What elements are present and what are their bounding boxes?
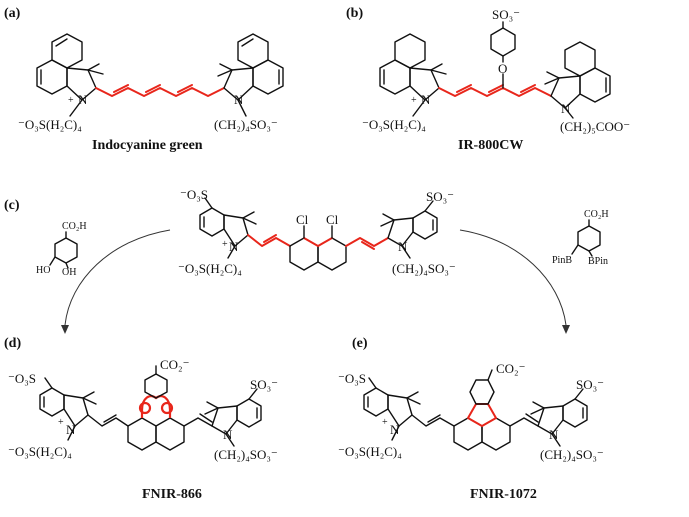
charge-plus-d: + [58, 417, 64, 428]
atom-n-left-c: N [229, 239, 239, 254]
group-carboxylate-e: CO₂⁻ [496, 361, 526, 376]
atom-n-right-a: N [234, 92, 244, 107]
reagent-left-oh: OH [62, 267, 77, 278]
atom-n-left-a: N [78, 92, 88, 107]
group-so3-left-e: ⁻O₃S [338, 371, 367, 386]
atom-n-right-c: N [398, 239, 408, 254]
arrow-to-d [64, 229, 171, 326]
panel-label-c: (c) [4, 198, 20, 213]
arrow-to-e [459, 229, 567, 326]
atom-n-left-d: N [66, 422, 76, 437]
atom-n-left-e: N [390, 422, 400, 437]
atom-n-right-b: N [561, 101, 571, 116]
panel-label-d: (d) [4, 336, 22, 351]
group-sulfobutyl-left-a: ⁻O₃S(H₂C)₄ [18, 117, 82, 132]
molecule-precursor [199, 197, 438, 271]
compound-name-fnir1072: FNIR-1072 [470, 487, 537, 502]
group-sulfobutyl-right-c: (CH₂)₄SO₃⁻ [392, 261, 456, 276]
molecule-ir-800cw [379, 21, 611, 119]
group-so3-right-e: SO₃⁻ [576, 377, 605, 392]
reagent-left-co2h: CO₂H [62, 221, 87, 232]
group-sulfobutyl-left-c: ⁻O₃S(H₂C)₄ [178, 261, 242, 276]
molecule-fnir-866 [39, 365, 262, 451]
reagent-diboronate [571, 219, 601, 257]
group-sulfobutyl-right-d: (CH₂)₄SO₃⁻ [214, 447, 278, 462]
atom-cl-right-c: Cl [326, 212, 339, 227]
atom-n-left-b: N [421, 92, 431, 107]
group-carboxylate-d: CO₂⁻ [160, 357, 190, 372]
group-sulfobutyl-right-a: (CH₂)₄SO₃⁻ [214, 117, 278, 132]
atom-n-right-e: N [549, 427, 559, 442]
group-so3-right-c: SO₃⁻ [426, 189, 455, 204]
compound-name-icg: Indocyanine green [92, 138, 203, 153]
group-sulfobutyl-left-b: ⁻O₃S(H₂C)₄ [362, 117, 426, 132]
panel-label-b: (b) [346, 6, 364, 21]
charge-plus-c: + [222, 239, 228, 250]
reaction-arrows [61, 229, 570, 334]
group-so3-left-d: ⁻O₃S [8, 371, 37, 386]
reagent-catechol-acid [49, 231, 78, 269]
arrow-head-e [562, 325, 570, 334]
compound-name-ir800cw: IR-800CW [458, 138, 524, 153]
charge-plus-b: + [411, 95, 417, 106]
charge-plus-a: + [68, 95, 74, 106]
arrow-head-d [61, 325, 69, 334]
reagent-right-pinb: PinB [552, 255, 573, 266]
molecule-indocyanine-green [36, 33, 284, 117]
compound-name-fnir866: FNIR-866 [142, 487, 202, 502]
group-sulfobutyl-right-e: (CH₂)₄SO₃⁻ [540, 447, 604, 462]
molecule-fnir-1072 [363, 369, 588, 451]
group-so3-left-c: ⁻O₃S [180, 187, 209, 202]
group-so3-top-b: SO₃⁻ [492, 7, 521, 22]
group-so3-right-d: SO₃⁻ [250, 377, 279, 392]
atom-n-right-d: N [223, 427, 233, 442]
reagent-left-ho: HO [36, 265, 51, 276]
group-hexanoate-b: (CH₂)₅COO⁻ [560, 119, 631, 134]
charge-plus-e: + [382, 417, 388, 428]
panel-label-e: (e) [352, 336, 368, 351]
reagent-right-bpin: BPin [588, 256, 609, 267]
group-sulfobutyl-left-d: ⁻O₃S(H₂C)₄ [8, 444, 72, 459]
panel-label-a: (a) [4, 6, 21, 21]
atom-o-b: O [498, 61, 508, 76]
group-sulfobutyl-left-e: ⁻O₃S(H₂C)₄ [338, 444, 402, 459]
atom-cl-left-c: Cl [296, 212, 309, 227]
reagent-right-co2h: CO₂H [584, 209, 609, 220]
